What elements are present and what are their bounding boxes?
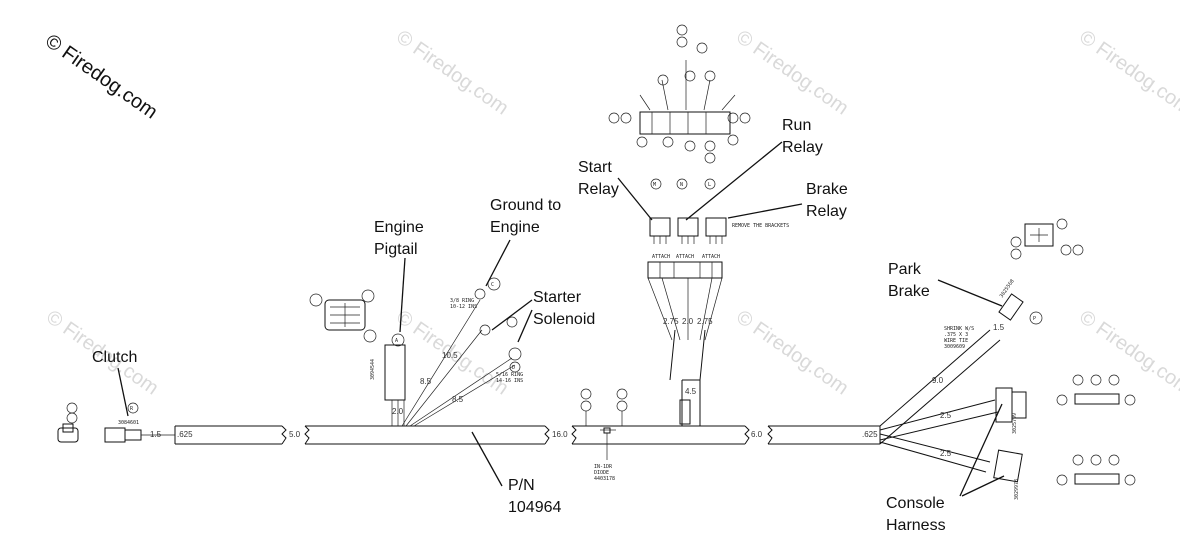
diode: IN-1DR DIODE 4403178 [580, 388, 628, 482]
ground-to-engine-label: Ground to [490, 197, 561, 214]
connector-letter: A [395, 338, 398, 344]
dimension-label: 16.0 [552, 430, 568, 439]
terminal-note: 10-12 INS [450, 304, 477, 310]
watermark: © Firedog.com [732, 306, 852, 399]
relay-bundle: ATTACH ATTACH ATTACH [647, 254, 723, 426]
dimension-label: .625 [862, 430, 878, 439]
dimension-label: 2.5 [940, 449, 952, 458]
watermark: © Firedog.com [392, 26, 512, 119]
dimension-label: .625 [177, 430, 193, 439]
dimension-label: 8.5 [420, 377, 432, 386]
part-number-note: 3025799 [1012, 413, 1018, 434]
dimension-label: 4.5 [685, 387, 697, 396]
starter-solenoid-label: Solenoid [533, 311, 595, 328]
start-relay-label: Relay [578, 181, 619, 198]
park-brake-label: Brake [888, 283, 930, 300]
dimension-label: 2.5 [940, 411, 952, 420]
brake-relay-label: Brake [806, 181, 848, 198]
terminal-note: 5/16 RING [496, 372, 523, 378]
watermark: © Firedog.com [1075, 306, 1180, 399]
part-number-note: 3084601 [118, 420, 139, 426]
main-harness [174, 425, 881, 445]
watermark-layer: © Firedog.com © Firedog.com © Firedog.co… [42, 26, 1180, 399]
clutch-label: Clutch [92, 349, 137, 366]
relay-note: REMOVE THE BRACKETS [732, 223, 789, 229]
run-relay-body: N [676, 178, 699, 244]
part-number-note: 3025568 [999, 278, 1016, 299]
connector-letter: R [130, 406, 134, 412]
shrink-note: WIRE TIE [944, 338, 968, 344]
relay-letter: L [708, 182, 711, 188]
callout-leaders [117, 141, 1005, 497]
dimension-label: 6.0 [751, 430, 763, 439]
watermark: © Firedog.com [1075, 26, 1180, 119]
dimension-label: 10.5 [442, 351, 458, 360]
copyright-text: © Firedog.com [41, 30, 161, 123]
dimension-label: 9.0 [932, 376, 944, 385]
callout-labels: Clutch Engine Pigtail Ground to Engine S… [92, 117, 946, 534]
engine-pigtail-label: Pigtail [374, 241, 418, 258]
console-harness-label: Console [886, 495, 945, 512]
watermark: © Firedog.com [732, 26, 852, 119]
connector-letter: C [491, 282, 494, 288]
ground-starter-wires: C D 3/8 RING 10-12 INS 5/16 RING 14-16 I… [401, 277, 523, 427]
dimension-label: 2.0 [392, 407, 404, 416]
diode-note: 4403178 [594, 476, 615, 482]
connector-letter: D [512, 365, 515, 371]
relay-socket-detail [608, 24, 751, 164]
part-number-label: P/N [508, 477, 535, 494]
starter-solenoid-label: Starter [533, 289, 582, 306]
connector-letter: P [1033, 316, 1036, 322]
dimension-label: 8.5 [452, 395, 464, 404]
part-number-note: 3094544 [370, 359, 376, 380]
shrink-note: SHRINK W/S [944, 326, 974, 332]
attach-note: ATTACH [676, 254, 694, 260]
run-relay-label: Run [782, 117, 811, 134]
shrink-note: 3009609 [944, 344, 965, 350]
part-number-label: 104964 [508, 499, 561, 516]
attach-note: ATTACH [702, 254, 720, 260]
part-number-note: 3029978 [1014, 479, 1020, 500]
start-relay-body: M [649, 178, 671, 244]
dimension-labels: 1.5 .625 5.0 16.0 6.0 .625 2.0 8.5 8.5 1… [150, 317, 1005, 458]
dimension-label: 2.75 [663, 317, 679, 326]
dimension-label: 2.75 [697, 317, 713, 326]
engine-pigtail-label: Engine [374, 219, 424, 236]
diode-note: IN-1DR [594, 464, 613, 470]
relay-letter: M [653, 182, 656, 188]
console-harness-label: Harness [886, 517, 946, 534]
brake-relay-label: Relay [806, 203, 847, 220]
terminal-note: 14-16 INS [496, 378, 523, 384]
attach-note: ATTACH [652, 254, 670, 260]
ground-to-engine-label: Engine [490, 219, 540, 236]
engine-pigtail: A 3094544 [309, 289, 406, 426]
console-harness-branch: 3025799 3029978 [879, 374, 1136, 500]
dimension-label: 1.5 [150, 430, 162, 439]
relay-letter: N [680, 182, 683, 188]
brake-relay-body: L REMOVE THE BRACKETS [704, 178, 789, 244]
park-brake-label: Park [888, 261, 922, 278]
diode-note: DIODE [594, 470, 609, 476]
park-brake-branch: P 3025568 SHRINK W/S .375 X 3 WIRE TIE 3… [879, 218, 1084, 445]
start-relay-label: Start [578, 159, 612, 176]
dimension-label: 5.0 [289, 430, 301, 439]
run-relay-label: Relay [782, 139, 823, 156]
dimension-label: 2.0 [682, 317, 694, 326]
clutch-connector: R 3084601 [57, 402, 175, 443]
dimension-label: 1.5 [993, 323, 1005, 332]
shrink-note: .375 X 3 [944, 332, 968, 338]
terminal-note: 3/8 RING [450, 298, 474, 304]
